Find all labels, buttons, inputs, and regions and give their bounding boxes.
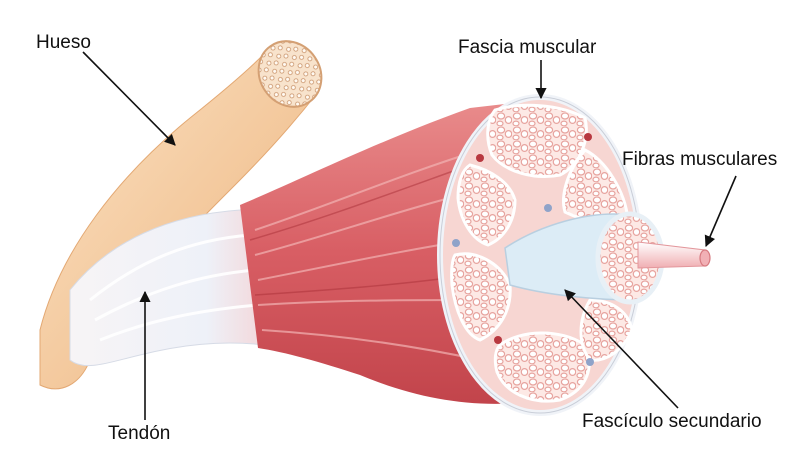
blood-vessels — [452, 133, 594, 366]
bone-arrow — [82, 51, 176, 146]
label-tendon: Tendón — [108, 423, 171, 444]
fibers-arrow — [704, 175, 737, 248]
label-fascicle: Fascículo secundario — [582, 411, 762, 432]
leader-arrows — [82, 51, 737, 420]
label-bone: Hueso — [36, 32, 91, 53]
fascicle-arrow — [564, 289, 679, 409]
tendon-illustration — [69, 204, 266, 367]
label-fascia: Fascia muscular — [458, 37, 597, 58]
muscle-cross-section — [437, 94, 711, 416]
muscle-fiber — [637, 241, 711, 269]
label-fibers: Fibras musculares — [622, 149, 778, 170]
